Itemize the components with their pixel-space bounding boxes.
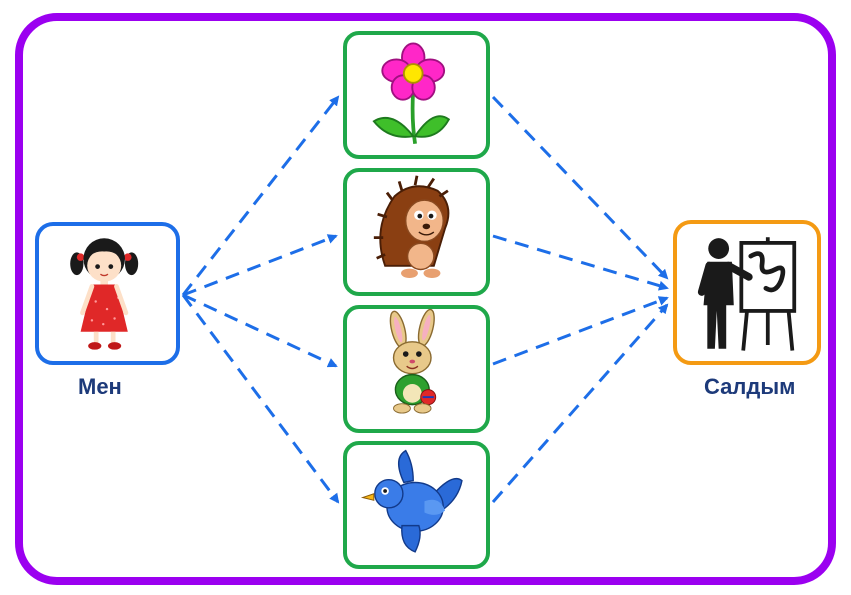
arrow-to-bird	[181, 294, 340, 504]
arrow-bunny-to-artist	[492, 296, 669, 366]
arrow-to-flower	[181, 95, 340, 296]
hedgehog-icon	[373, 175, 450, 278]
arrow-to-hedgehog	[182, 234, 338, 297]
flower-icon	[372, 42, 451, 145]
artist-painting-icon	[697, 237, 797, 351]
bunny-card	[343, 305, 490, 433]
arrow-flower-to-artist	[491, 95, 669, 280]
bird-card	[343, 441, 490, 569]
arrow-to-bunny	[182, 293, 338, 368]
bunny-icon	[389, 309, 437, 414]
girl-icon	[70, 238, 139, 350]
hedgehog-card	[343, 168, 490, 296]
flower-card	[343, 31, 490, 159]
bird-icon	[360, 449, 463, 553]
target-card	[673, 220, 821, 365]
arrow-bird-to-artist	[491, 303, 669, 503]
source-card	[35, 222, 180, 365]
arrow-hedgehog-to-artist	[492, 234, 669, 291]
target-label: Салдым	[704, 374, 796, 399]
source-label: Мен	[78, 374, 122, 399]
